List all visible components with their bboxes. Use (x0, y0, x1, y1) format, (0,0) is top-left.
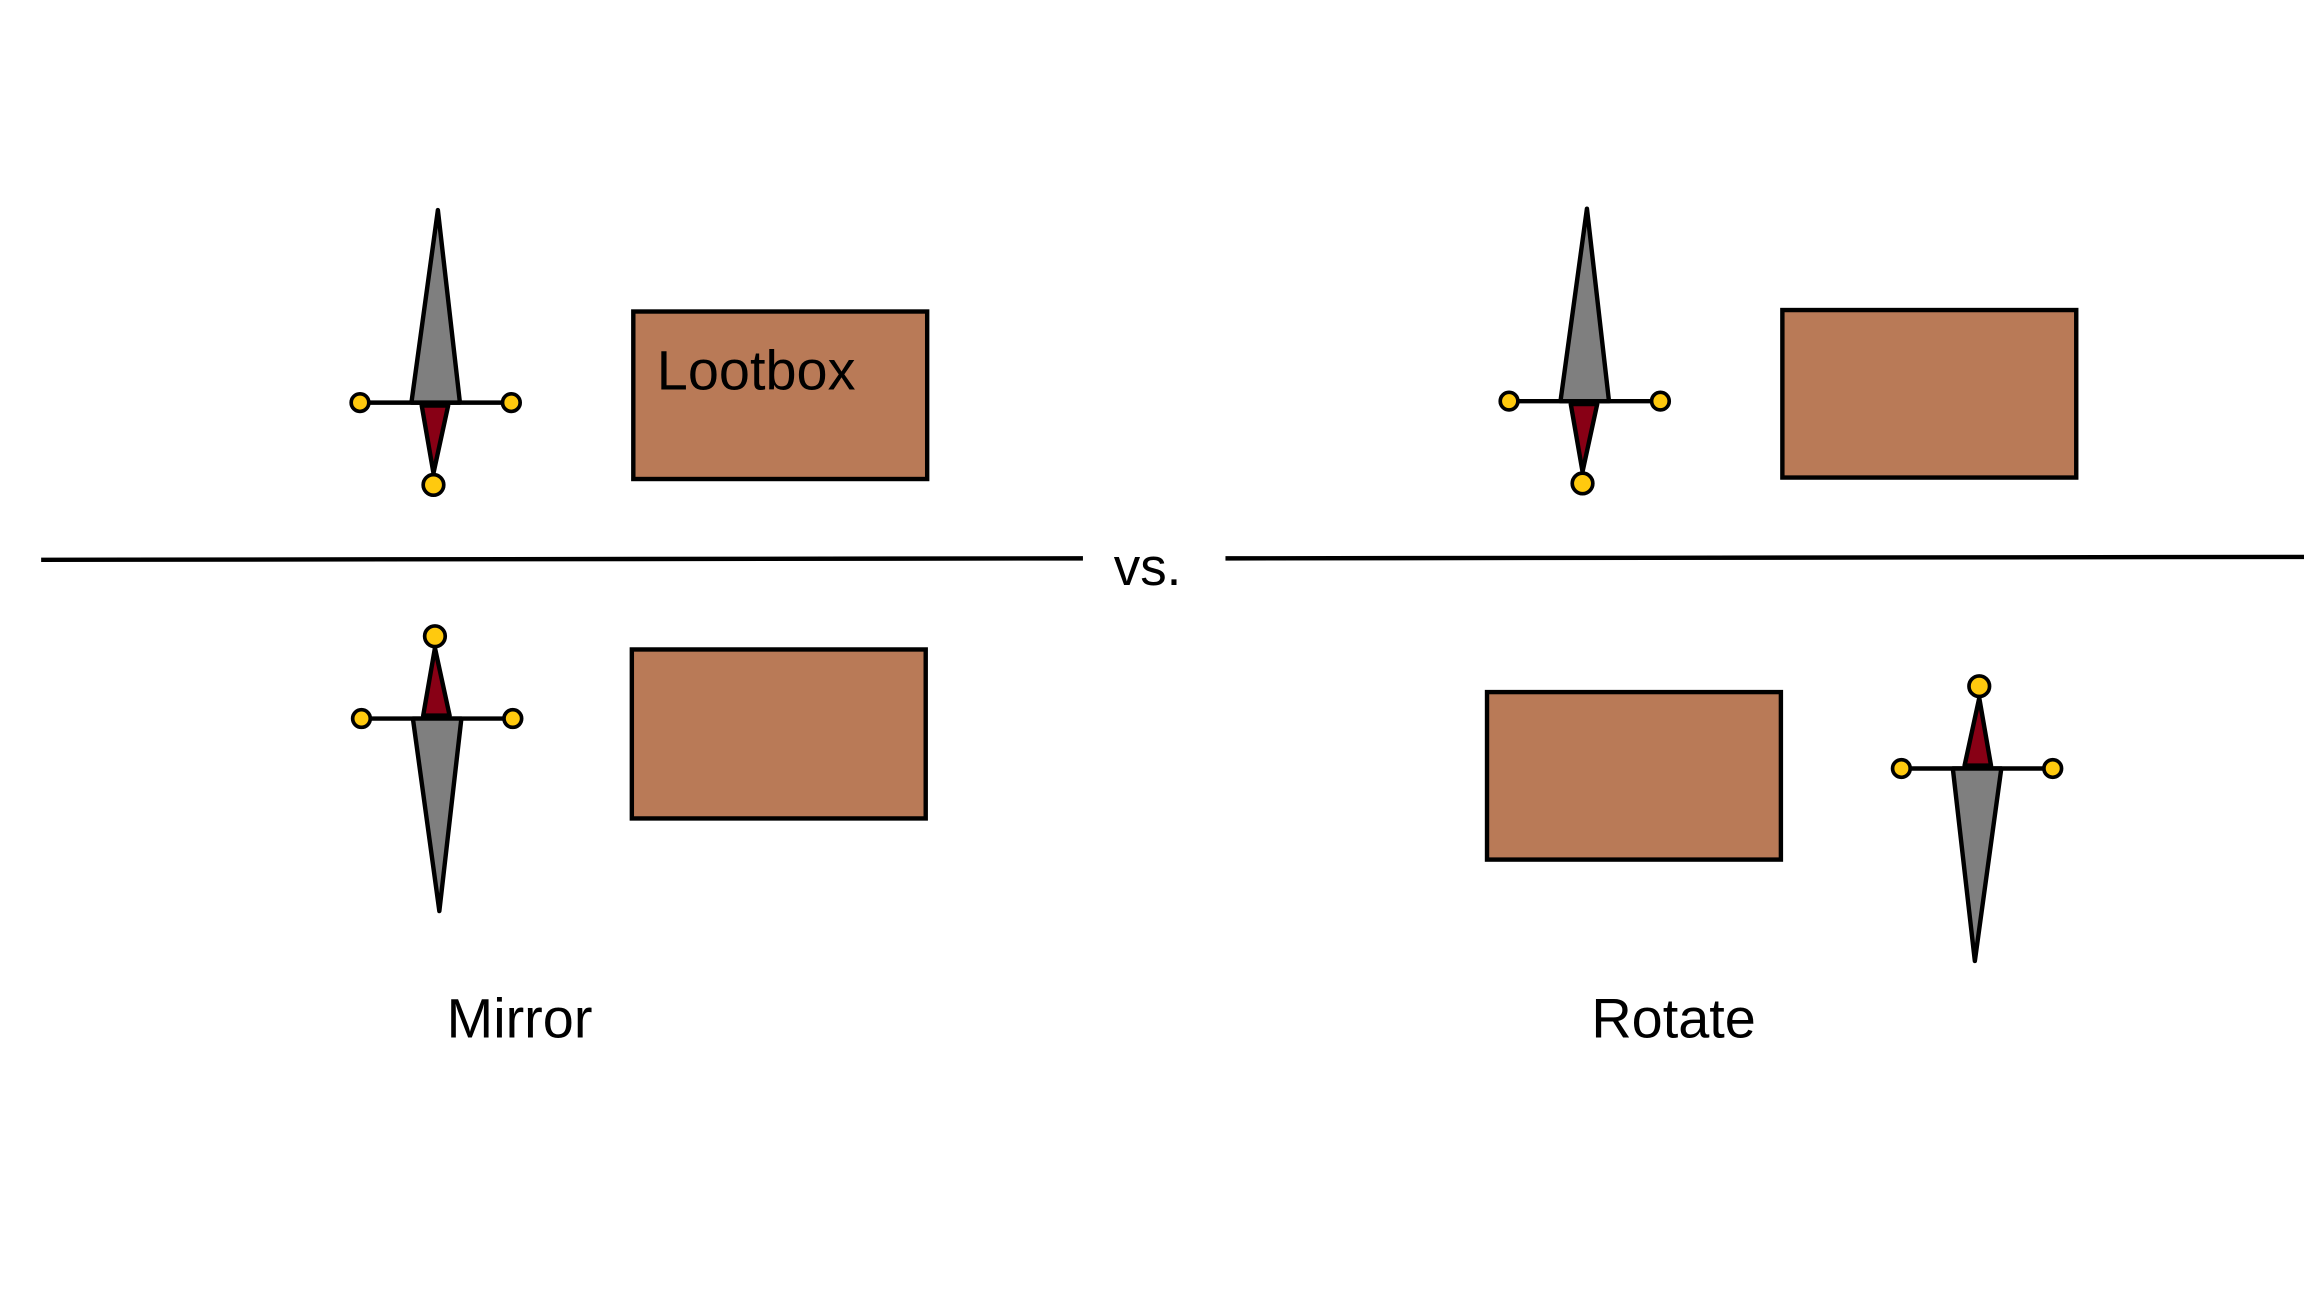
dagger-icon (1500, 209, 1669, 494)
lootbox-rotated (1484, 689, 1784, 862)
dagger-rotated-icon (1893, 676, 2062, 961)
lootbox-label: Lootbox (657, 338, 856, 401)
dagger-icon (351, 210, 520, 495)
lootbox-mirrored (629, 647, 928, 821)
lootbox-original (631, 309, 930, 482)
dagger-mirrored-icon (353, 626, 522, 911)
divider-left (41, 556, 1083, 563)
divider-right (1225, 554, 2304, 561)
vs-label: vs. (1114, 538, 1182, 597)
lootbox-original-right (1780, 307, 2079, 480)
rotate-caption: Rotate (1591, 986, 1756, 1049)
mirror-caption: Mirror (447, 986, 593, 1049)
